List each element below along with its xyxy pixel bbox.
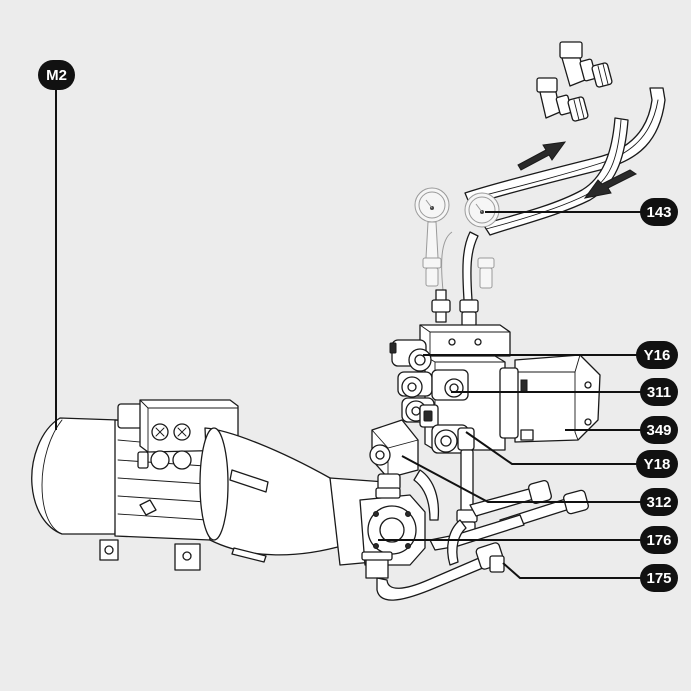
label-y18-text: Y18 bbox=[644, 456, 671, 473]
leader-lines bbox=[55, 78, 657, 579]
solenoid-valve-311 bbox=[401, 397, 439, 428]
solenoid-valve-y16 bbox=[389, 339, 432, 372]
solenoid-valve-312 bbox=[369, 419, 419, 499]
label-badge-m2: M2 bbox=[38, 60, 75, 90]
suction-pipe-175 bbox=[376, 514, 525, 601]
label-176-text: 176 bbox=[646, 532, 671, 549]
arrow-right-up-icon bbox=[517, 141, 567, 171]
solenoid-valve-upper-mid bbox=[397, 369, 469, 401]
leader-y18 bbox=[465, 431, 657, 465]
pressure-gauge-right bbox=[464, 192, 500, 289]
pressure-gauge-left bbox=[414, 187, 453, 301]
leader-175 bbox=[502, 562, 657, 579]
label-badge-349: 349 bbox=[640, 416, 678, 444]
label-badge-176: 176 bbox=[640, 526, 678, 554]
arrow-left-down-icon bbox=[583, 169, 637, 199]
junction-box-349 bbox=[499, 354, 601, 443]
pipe-fitting-upper bbox=[559, 41, 613, 88]
label-m2-text: M2 bbox=[46, 67, 67, 84]
label-badge-312: 312 bbox=[640, 488, 678, 516]
label-y16-text: Y16 bbox=[644, 347, 671, 364]
label-349-text: 349 bbox=[646, 422, 671, 439]
hydraulic-pump-176 bbox=[329, 477, 426, 579]
label-badge-143: 143 bbox=[640, 198, 678, 226]
gauge-line-pipes bbox=[431, 231, 479, 327]
label-311-text: 311 bbox=[647, 384, 671, 401]
label-badge-y16: Y16 bbox=[636, 341, 678, 369]
pipe-fitting-lower bbox=[536, 77, 589, 122]
label-143-text: 143 bbox=[646, 204, 671, 221]
label-312-text: 312 bbox=[646, 494, 671, 511]
label-badge-311: 311 bbox=[640, 378, 678, 406]
leader-312 bbox=[401, 455, 657, 503]
label-badge-y18: Y18 bbox=[636, 450, 678, 478]
solenoid-valve-y18 bbox=[431, 424, 475, 454]
label-badge-175: 175 bbox=[640, 564, 678, 592]
bell-housing bbox=[199, 427, 346, 563]
electric-motor-m2 bbox=[31, 399, 239, 571]
label-175-text: 175 bbox=[646, 570, 671, 587]
